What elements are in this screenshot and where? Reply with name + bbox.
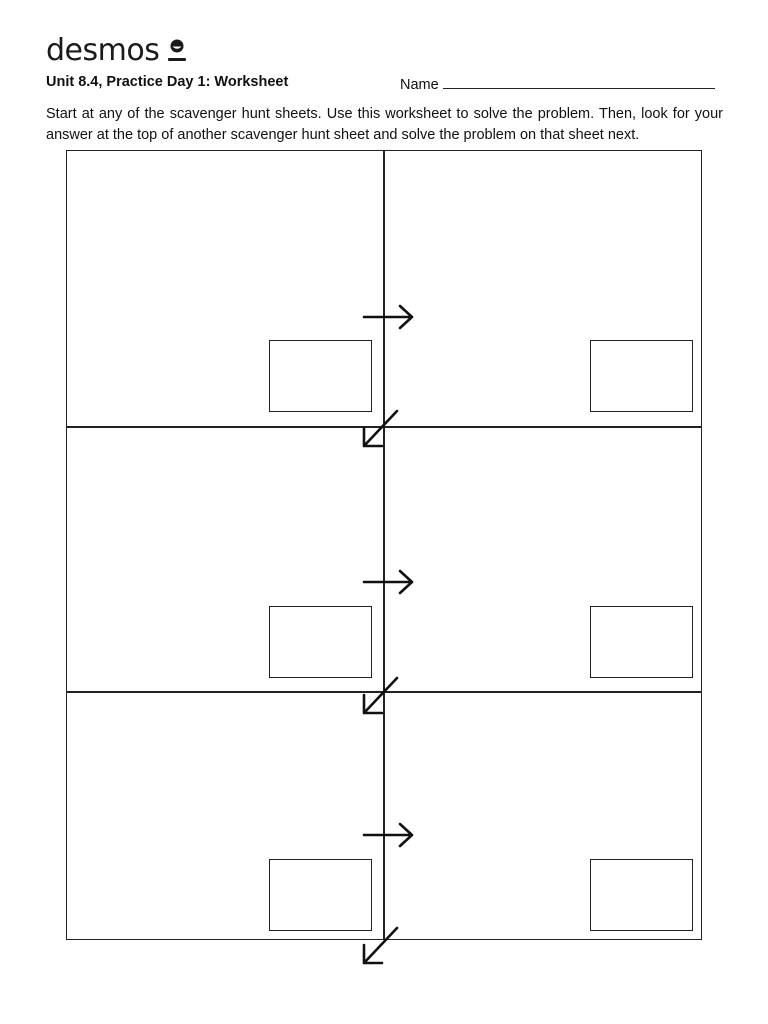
desmos-logo: desmos bbox=[46, 34, 187, 68]
arrow-down-left-icon bbox=[362, 409, 399, 448]
arrow-down-left-icon bbox=[362, 926, 399, 965]
desmos-person-icon bbox=[168, 39, 187, 61]
answer-box-2[interactable] bbox=[590, 340, 693, 412]
answer-box-1[interactable] bbox=[269, 340, 372, 412]
arrow-right-icon bbox=[362, 304, 414, 330]
arrow-right-icon bbox=[362, 822, 414, 848]
instructions: Start at any of the scavenger hunt sheet… bbox=[46, 106, 723, 143]
name-field[interactable]: Name bbox=[400, 74, 715, 93]
logo-text: desmos bbox=[46, 33, 160, 68]
grid-row-divider bbox=[66, 426, 702, 428]
answer-box-5[interactable] bbox=[269, 859, 372, 931]
answer-box-6[interactable] bbox=[590, 859, 693, 931]
worksheet-title: Unit 8.4, Practice Day 1: Worksheet bbox=[46, 74, 289, 90]
answer-box-3[interactable] bbox=[269, 606, 372, 678]
arrow-down-left-icon bbox=[362, 676, 399, 715]
name-label: Name bbox=[400, 77, 439, 93]
arrow-right-icon bbox=[362, 569, 414, 595]
name-line[interactable] bbox=[442, 74, 715, 89]
grid-vertical-divider bbox=[383, 150, 385, 940]
answer-box-4[interactable] bbox=[590, 606, 693, 678]
